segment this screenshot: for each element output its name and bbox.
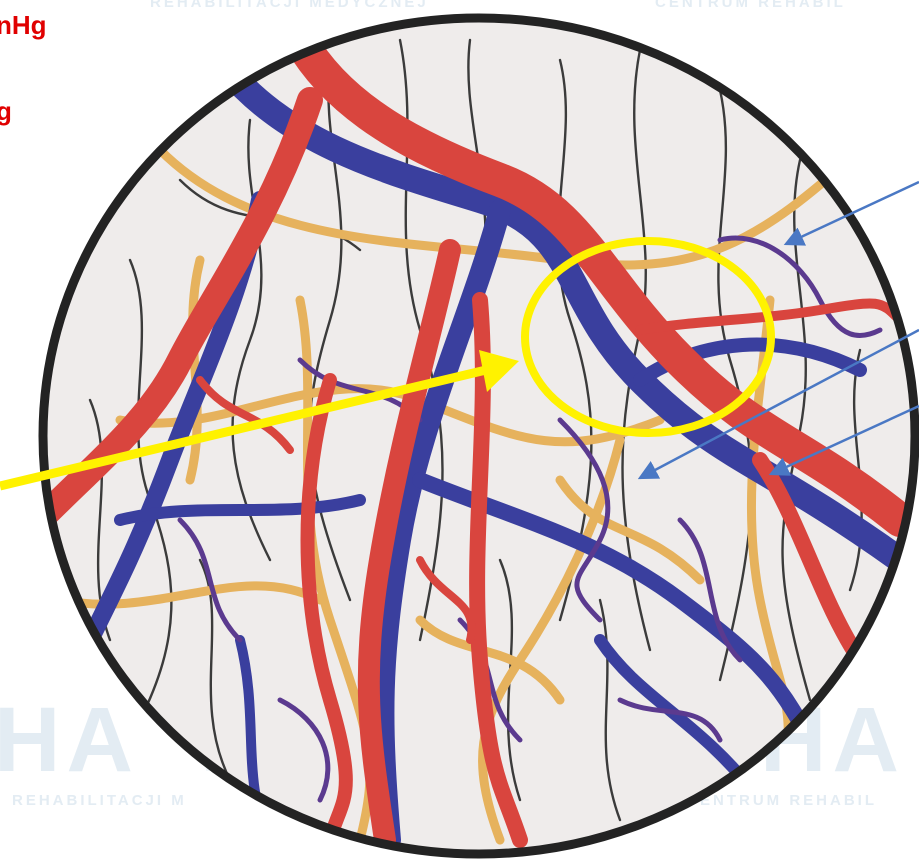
capillary-bed-diagram [0, 0, 919, 859]
